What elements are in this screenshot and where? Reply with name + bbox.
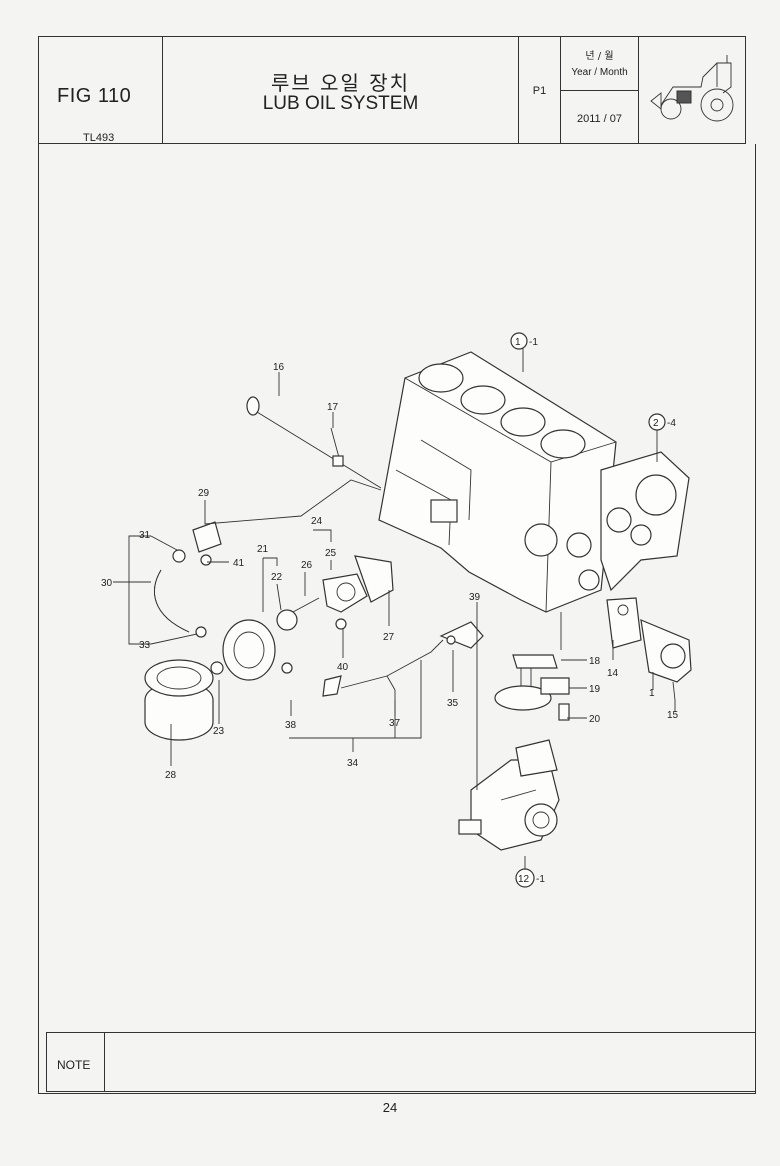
page-number: 24 (382, 1100, 398, 1115)
circled-callouts (510, 332, 666, 888)
note-label-cell: NOTE (47, 1033, 105, 1091)
label-1: 1 (649, 688, 655, 699)
revision-date: 2011 / 07 (576, 113, 623, 125)
exploded-parts-diagram: 1 -1 2 -4 12 -1 16 17 29 24 31 41 21 26 … (101, 332, 692, 888)
year-month-english: Year / Month (571, 67, 628, 78)
title-cell: 루브 오일 장치 LUB OIL SYSTEM (163, 37, 519, 143)
label-15: 15 (667, 710, 679, 721)
oil-pump (606, 597, 692, 701)
date-cell: 년 / 월 Year / Month 2011 / 07 (561, 37, 639, 143)
label-26: 26 (301, 560, 313, 571)
note-row: NOTE (46, 1032, 756, 1092)
label-18: 18 (589, 656, 601, 667)
label-28: 28 (165, 770, 177, 781)
label-14: 14 (607, 668, 619, 679)
year-month-korean: 년 / 월 (585, 51, 614, 62)
callout-1-circle: 1 (515, 337, 521, 348)
callout-2-suffix: -4 (667, 418, 676, 429)
title-korean: 루브 오일 장치 (270, 71, 411, 95)
model-code: TL493 (83, 132, 115, 144)
label-31: 31 (139, 530, 151, 541)
label-35: 35 (447, 698, 459, 709)
oil-pipe (322, 621, 484, 697)
leader-lines (113, 347, 676, 870)
label-20: 20 (589, 714, 601, 725)
label-29: 29 (198, 488, 210, 499)
label-24: 24 (311, 516, 323, 527)
callout-1-suffix: -1 (529, 337, 538, 348)
label-39: 39 (469, 592, 481, 603)
page-code-cell: P1 (519, 37, 561, 143)
label-19: 19 (589, 684, 601, 695)
label-23: 23 (213, 726, 225, 737)
label-41: 41 (233, 558, 245, 569)
oil-strainer (494, 654, 570, 721)
title-english: LUB OIL SYSTEM (262, 93, 419, 114)
relief-valve-parts (276, 555, 394, 631)
tractor-icon-cell (639, 37, 745, 143)
label-30: 30 (101, 578, 113, 589)
cylinder-block (378, 351, 617, 613)
label-16: 16 (273, 362, 285, 373)
label-27: 27 (383, 632, 395, 643)
label-34: 34 (347, 758, 359, 769)
oil-hose-assembly (154, 521, 222, 638)
label-21: 21 (257, 544, 269, 555)
label-38: 38 (285, 720, 297, 731)
filter-base (210, 619, 293, 681)
callout-12-suffix: -1 (536, 874, 545, 885)
tractor-icon (650, 55, 734, 122)
oil-pump-housing (458, 739, 560, 851)
label-40: 40 (337, 662, 349, 673)
label-17: 17 (327, 402, 339, 413)
header-block: FIG 110 TL493 루브 오일 장치 LUB OIL SYSTEM P1… (38, 36, 746, 144)
oil-filter (144, 659, 214, 741)
gear-case-plate (600, 451, 690, 592)
dipstick (246, 396, 382, 489)
page-code: P1 (532, 85, 547, 97)
label-25: 25 (325, 548, 337, 559)
date-heading: 년 / 월 Year / Month (561, 37, 638, 91)
callout-12-circle: 12 (518, 874, 530, 885)
drawing-frame: 1 -1 2 -4 12 -1 16 17 29 24 31 41 21 26 … (38, 144, 756, 1094)
note-label: NOTE (57, 1058, 91, 1072)
callout-2-circle: 2 (653, 418, 659, 429)
label-37: 37 (389, 718, 401, 729)
label-22: 22 (271, 572, 283, 583)
figure-cell: FIG 110 TL493 (39, 37, 163, 144)
figure-number: FIG 110 (57, 85, 132, 107)
label-33: 33 (139, 640, 151, 651)
